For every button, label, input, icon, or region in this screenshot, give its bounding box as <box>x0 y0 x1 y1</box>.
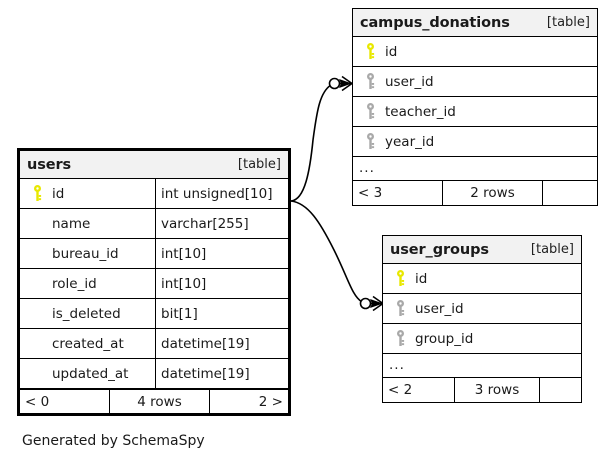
column-type: int unsigned[10] <box>155 179 288 208</box>
table-row[interactable]: id <box>353 37 597 67</box>
column-type: int[10] <box>155 239 288 268</box>
table-row[interactable]: role_id int[10] <box>20 269 288 299</box>
column-cell: year_id <box>353 127 597 156</box>
table-footer-user-groups: < 2 3 rows <box>383 378 581 402</box>
column-name: id <box>385 43 398 60</box>
column-type: datetime[19] <box>155 329 288 358</box>
foreign-key-icon <box>359 133 381 150</box>
column-type: varchar[255] <box>155 209 288 238</box>
table-footer-campus-donations: < 3 2 rows <box>353 181 597 205</box>
table-title: users <box>27 156 72 173</box>
column-name: year_id <box>385 133 435 150</box>
foreign-key-icon <box>359 73 381 90</box>
column-type: datetime[19] <box>155 359 288 388</box>
column-type: int[10] <box>155 269 288 298</box>
footer-child-count[interactable] <box>543 181 597 205</box>
footer-parent-count[interactable]: < 0 <box>20 390 110 413</box>
column-cell: id <box>383 264 581 293</box>
primary-key-icon <box>389 270 411 287</box>
zero-cardinality-circle <box>359 297 372 310</box>
column-name: name <box>52 215 91 232</box>
column-name: id <box>52 185 65 202</box>
table-type-tag: [table] <box>530 242 574 257</box>
column-cell: user_id <box>353 67 597 96</box>
footer-row-count: 2 rows <box>443 181 543 205</box>
footer-child-count[interactable]: 2 > <box>258 393 283 410</box>
column-cell: user_id <box>383 294 581 323</box>
column-cell: is_deleted <box>20 299 155 328</box>
table-row[interactable]: created_at datetime[19] <box>20 329 288 359</box>
column-cell: bureau_id <box>20 239 155 268</box>
footer-parent-count[interactable]: < 2 <box>383 378 455 402</box>
table-title: user_groups <box>390 241 489 258</box>
table-type-tag: [table] <box>546 15 590 30</box>
table-row[interactable]: id int unsigned[10] <box>20 179 288 209</box>
crowsfoot-arrow <box>339 79 352 88</box>
table-row[interactable]: teacher_id <box>353 97 597 127</box>
table-row[interactable]: year_id <box>353 127 597 157</box>
table-title: campus_donations <box>360 14 510 31</box>
foreign-key-icon <box>359 103 381 120</box>
column-name: role_id <box>52 275 97 292</box>
primary-key-icon <box>359 43 381 60</box>
footer-row-count: 4 rows <box>110 390 210 413</box>
column-cell: teacher_id <box>353 97 597 126</box>
footer-row-count: 3 rows <box>455 378 540 402</box>
table-header-user-groups: user_groups [table] <box>383 236 581 264</box>
table-campus-donations[interactable]: campus_donations [table] id <box>352 8 598 206</box>
column-cell: id <box>353 37 597 66</box>
footer-parent-count[interactable]: < 3 <box>353 181 443 205</box>
column-name: updated_at <box>52 365 129 382</box>
column-cell: updated_at <box>20 359 155 388</box>
footer-child-count[interactable] <box>540 378 581 402</box>
foreign-key-icon <box>389 330 411 347</box>
column-cell: role_id <box>20 269 155 298</box>
column-cell: id <box>20 179 155 208</box>
more-columns-indicator: ... <box>353 157 597 181</box>
column-name: id <box>415 270 428 287</box>
table-row[interactable]: name varchar[255] <box>20 209 288 239</box>
table-users[interactable]: users [table] id int unsigned[10] <box>17 148 291 416</box>
column-name: group_id <box>415 330 474 347</box>
table-type-tag: [table] <box>237 157 281 172</box>
column-cell: name <box>20 209 155 238</box>
table-footer-users: < 0 4 rows 2 > <box>20 389 288 413</box>
column-name: created_at <box>52 335 124 352</box>
table-row[interactable]: updated_at datetime[19] <box>20 359 288 389</box>
relationship-users-to-campus-donations <box>290 75 353 202</box>
column-type: bit[1] <box>155 299 288 328</box>
table-header-campus-donations: campus_donations [table] <box>353 9 597 37</box>
generated-by-caption: Generated by SchemaSpy <box>22 433 205 449</box>
table-row[interactable]: id <box>383 264 581 294</box>
column-name: bureau_id <box>52 245 119 262</box>
column-cell: group_id <box>383 324 581 353</box>
table-row[interactable]: user_id <box>353 67 597 97</box>
more-columns-indicator: ... <box>383 354 581 378</box>
column-name: teacher_id <box>385 103 456 120</box>
table-row[interactable]: group_id <box>383 324 581 354</box>
table-user-groups[interactable]: user_groups [table] id <box>382 235 582 403</box>
column-cell: created_at <box>20 329 155 358</box>
primary-key-icon <box>26 185 48 202</box>
foreign-key-icon <box>389 300 411 317</box>
table-row[interactable]: bureau_id int[10] <box>20 239 288 269</box>
zero-cardinality-circle <box>328 77 341 90</box>
column-name: user_id <box>385 73 434 90</box>
relationship-users-to-user-groups <box>290 200 384 312</box>
table-header-users: users [table] <box>20 151 288 179</box>
column-name: user_id <box>415 300 464 317</box>
column-name: is_deleted <box>52 305 121 322</box>
table-row[interactable]: is_deleted bit[1] <box>20 299 288 329</box>
table-row[interactable]: user_id <box>383 294 581 324</box>
